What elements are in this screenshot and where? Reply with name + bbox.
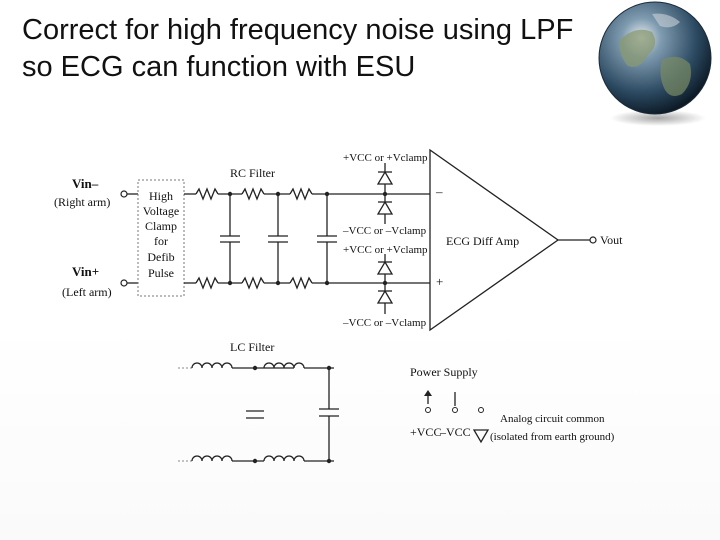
mid-pos-supply-label: +VCC or +Vclamp	[343, 244, 428, 256]
defib-clamp-block	[137, 179, 185, 297]
lc-filter-circuit	[178, 362, 339, 464]
bottom-supply-label: –VCC or –Vclamp	[342, 317, 427, 329]
pos-vcc-label: +VCC	[410, 425, 441, 439]
clamp-line-5: Defib	[147, 250, 174, 264]
diode-clamp-top	[376, 163, 394, 224]
lc-filter-label: LC Filter	[230, 340, 274, 354]
rc-filter-label: RC Filter	[230, 166, 275, 180]
clamp-line-4: for	[154, 234, 168, 248]
right-arm-label: (Right arm)	[54, 195, 110, 209]
vout-terminal	[589, 236, 597, 244]
power-supply-label: Power Supply	[410, 365, 478, 379]
amp-label: ECG Diff Amp	[446, 234, 519, 248]
resistor-top-1	[195, 187, 219, 201]
clamp-line-1: High	[149, 189, 173, 203]
mid-neg-supply-label: –VCC or –Vclamp	[342, 225, 427, 237]
diode-clamp-bottom	[376, 254, 394, 314]
top-supply-label: +VCC or +Vclamp	[343, 152, 428, 164]
resistor-bottom-3	[289, 276, 313, 290]
clamp-line-2: Voltage	[143, 204, 179, 218]
amp-plus-sign: +	[436, 274, 443, 289]
ecg-diff-amp	[429, 148, 560, 332]
vout-label: Vout	[600, 233, 623, 247]
slide-title: Correct for high frequency noise using L…	[22, 14, 574, 83]
vin-minus-terminal	[120, 190, 128, 198]
neg-vcc-label: –VCC	[439, 425, 471, 439]
vin-plus-label: Vin+	[72, 264, 99, 279]
vin-plus-terminal	[120, 279, 128, 287]
resistor-bottom-1	[195, 276, 219, 290]
clamp-line-3: Clamp	[145, 219, 177, 233]
capacitor-1	[220, 194, 240, 283]
analog-common-label-1: Analog circuit common	[500, 413, 605, 425]
left-arm-label: (Left arm)	[62, 285, 112, 299]
resistor-top-2	[241, 187, 265, 201]
capacitor-2	[268, 194, 288, 283]
capacitor-3	[317, 194, 337, 283]
clamp-line-6: Pulse	[148, 266, 174, 280]
power-supply-symbol	[424, 390, 490, 444]
globe-image	[598, 1, 712, 126]
resistor-bottom-2	[241, 276, 265, 290]
resistor-top-3	[289, 187, 313, 201]
amp-minus-sign: –	[435, 184, 443, 199]
vin-minus-label: Vin–	[72, 176, 99, 191]
analog-common-label-2: (isolated from earth ground)	[490, 431, 615, 443]
